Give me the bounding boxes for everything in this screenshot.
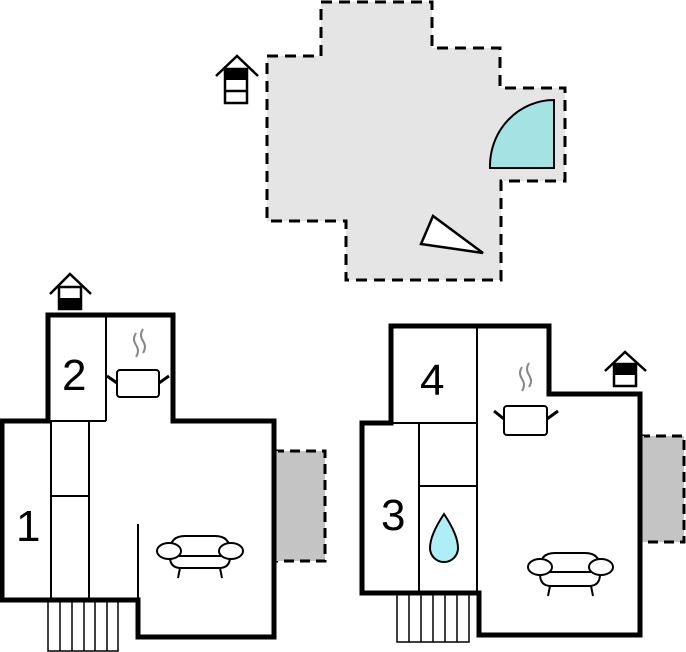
kitchen-pot-icon — [493, 362, 559, 436]
water-drop-icon — [428, 512, 460, 563]
balcony-area — [638, 434, 686, 544]
sofa-icon — [156, 535, 244, 579]
room-label-4: 4 — [420, 356, 444, 405]
kitchen-pot-icon — [106, 328, 170, 398]
upper-floor-walls — [359, 323, 643, 638]
stairs-icon — [47, 600, 119, 652]
room-label-3: 3 — [381, 491, 405, 540]
upper-floor-plan: 4 3 — [359, 323, 686, 643]
room-label-2: 2 — [62, 351, 86, 400]
outdoor-terrace-plan — [215, 0, 567, 282]
stairs-icon — [396, 593, 470, 643]
floor-level-icon — [49, 272, 92, 311]
room-label-1: 1 — [16, 502, 40, 551]
terrace-area — [265, 0, 567, 282]
sofa-icon — [527, 552, 614, 597]
quarter-circle-pool-icon — [488, 98, 555, 169]
floor-level-icon — [604, 350, 647, 388]
balcony-area — [272, 449, 327, 563]
triangle-sunshade-icon — [419, 214, 484, 255]
ground-floor-plan: 2 1 — [0, 272, 327, 652]
floor-level-icon — [215, 54, 259, 105]
